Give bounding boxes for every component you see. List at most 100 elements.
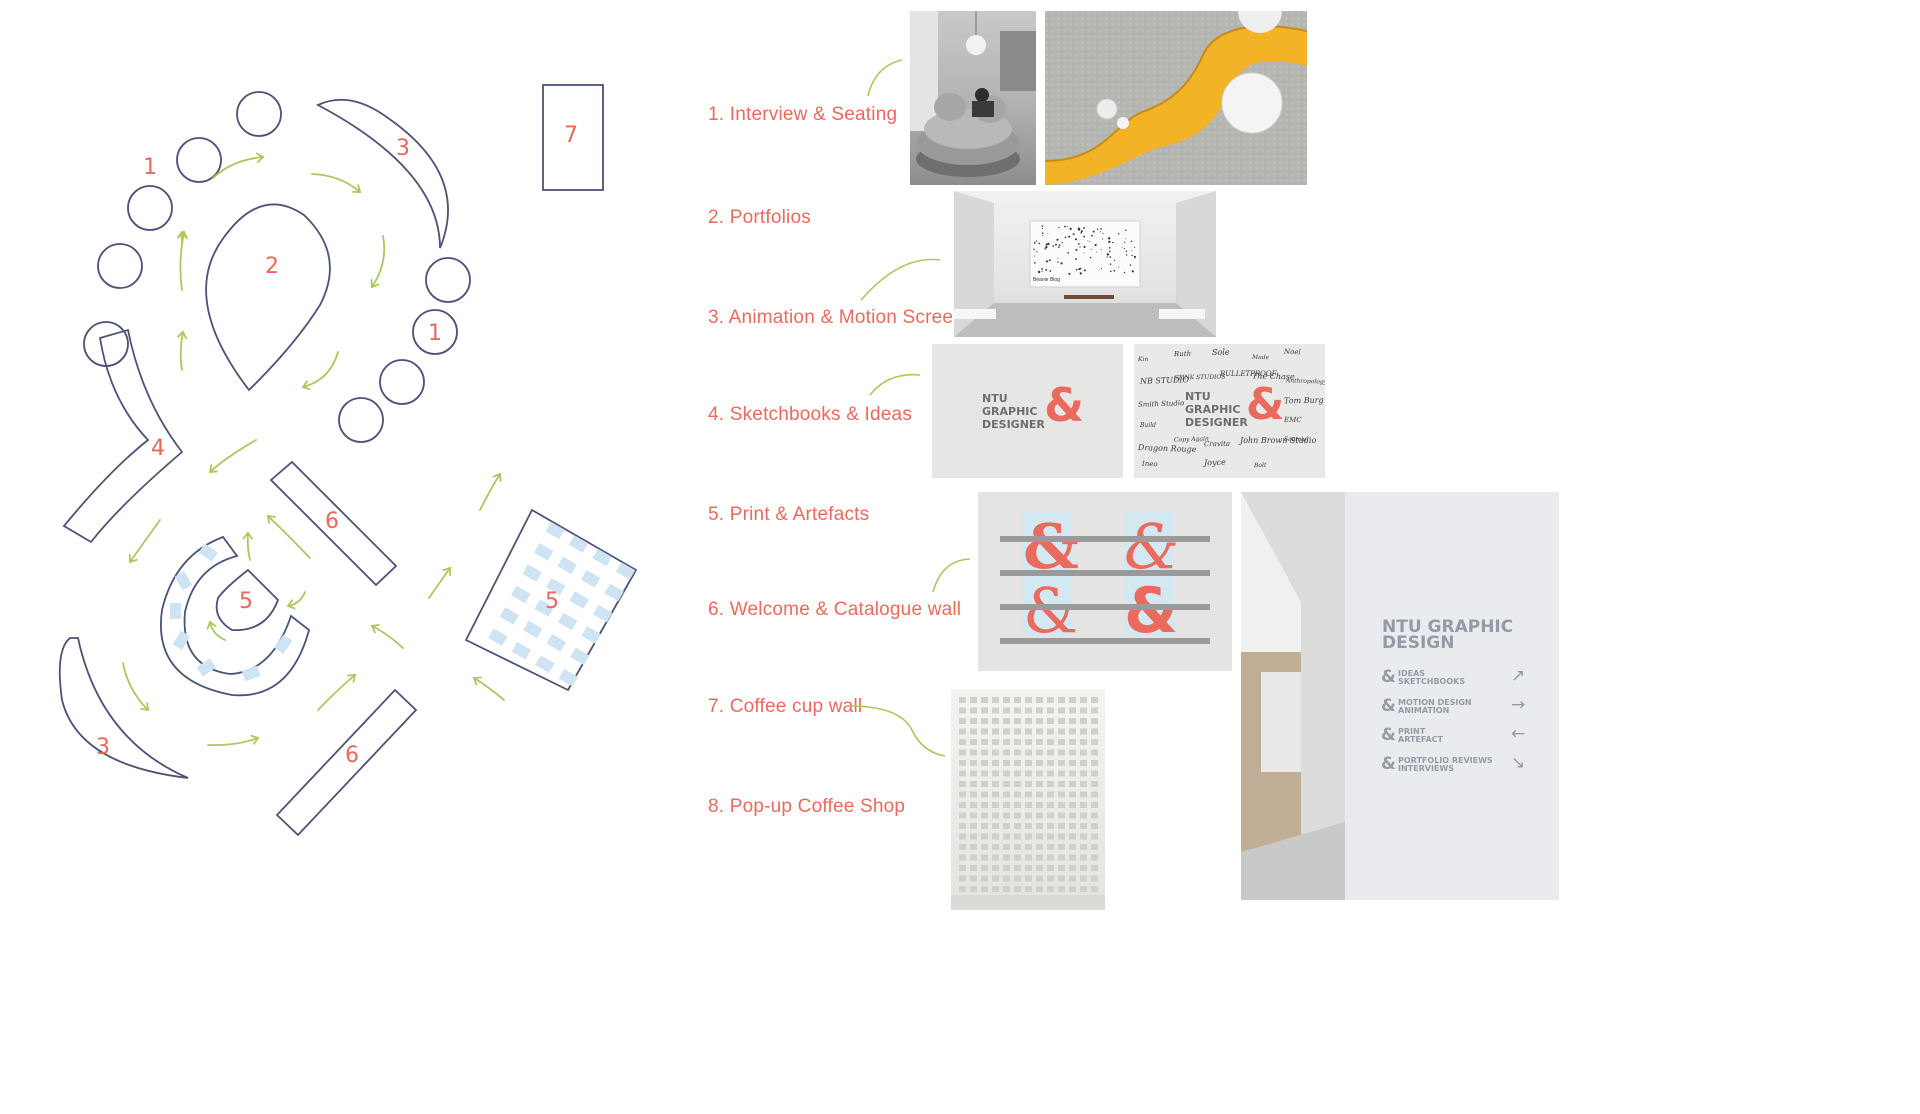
signature-text: Tom Burg <box>1283 395 1324 406</box>
cup <box>1047 770 1054 777</box>
cup <box>1069 760 1076 766</box>
cup <box>1003 770 1010 777</box>
svg-text:&: & <box>1124 574 1178 647</box>
cup <box>1047 854 1054 861</box>
screen-speck <box>1083 227 1085 229</box>
cup <box>1003 697 1010 703</box>
sign-item-line: ARTEFACT <box>1398 735 1443 744</box>
arrow-head <box>472 676 482 686</box>
screen-speck <box>1092 230 1095 233</box>
cup <box>1091 823 1098 829</box>
cup <box>981 844 988 850</box>
cup <box>970 833 977 840</box>
cup <box>1003 791 1010 798</box>
screen-speck <box>1090 248 1092 250</box>
arrow-head <box>256 152 265 163</box>
cup <box>992 739 999 745</box>
cup <box>959 854 966 861</box>
cup <box>1058 770 1065 777</box>
cup <box>970 802 977 808</box>
cup <box>959 865 966 871</box>
cup <box>992 697 999 703</box>
screen-speck <box>1101 238 1104 240</box>
zone-number: 6 <box>325 509 339 534</box>
leader-line <box>848 705 946 757</box>
cup <box>1025 875 1032 882</box>
flow-arrow <box>371 235 386 288</box>
cup <box>1047 823 1054 829</box>
screen-speck <box>1108 250 1111 253</box>
zone-number: 1 <box>143 155 157 180</box>
screen-speck <box>1047 242 1050 246</box>
cup <box>1025 728 1032 735</box>
arrow-head <box>242 531 253 540</box>
cup <box>1047 760 1054 766</box>
cup <box>1091 802 1098 808</box>
cup <box>1036 802 1043 808</box>
screen-speck <box>1056 238 1059 241</box>
signature-text: Joyce <box>1203 457 1226 468</box>
photo-brand-card: NTU GRAPHIC DESIGNER & <box>932 344 1123 478</box>
cup <box>992 760 999 766</box>
flow-arrow <box>371 625 404 649</box>
cup <box>1036 823 1043 829</box>
seat-circle <box>236 91 282 137</box>
screen-speck <box>1077 227 1081 230</box>
cup <box>959 812 966 819</box>
cup <box>1058 781 1065 787</box>
cup <box>959 802 966 808</box>
cup <box>1069 707 1076 714</box>
screen-speck <box>1068 235 1071 238</box>
desk <box>488 628 508 646</box>
sign-arrow-icon: ↘ <box>1511 753 1526 773</box>
cup <box>1003 760 1010 766</box>
cup <box>1025 707 1032 714</box>
cup <box>981 886 988 892</box>
cup <box>981 802 988 808</box>
cup <box>1080 728 1087 735</box>
brand-line: DESIGNER <box>982 418 1045 431</box>
screen-speck <box>1045 260 1049 263</box>
screen-caption: Beanie Blog <box>1033 277 1060 283</box>
cup <box>1058 854 1065 861</box>
cup <box>1036 739 1043 745</box>
cup <box>1003 886 1010 892</box>
cup <box>1036 854 1043 861</box>
screen-speck <box>1033 255 1035 257</box>
cup <box>1014 886 1021 892</box>
arrow-head <box>370 279 380 289</box>
cup <box>1047 781 1054 787</box>
cup <box>1036 749 1043 756</box>
cup <box>1069 739 1076 745</box>
cup <box>1014 875 1021 882</box>
cup <box>1091 739 1098 745</box>
cup <box>1003 781 1010 787</box>
screen-speck <box>1079 246 1081 248</box>
cup <box>1036 770 1043 777</box>
cup <box>1080 833 1087 840</box>
screen-speck <box>1036 251 1038 253</box>
sign-item-line: ANIMATION <box>1398 706 1450 715</box>
cup <box>1047 886 1054 892</box>
cup <box>959 728 966 735</box>
circulation-arrows <box>122 152 505 747</box>
screen-speck <box>1067 225 1069 227</box>
arrow-head <box>128 554 138 564</box>
cup <box>1058 802 1065 808</box>
cup <box>959 760 966 766</box>
cup <box>1058 707 1065 714</box>
screen-speck <box>1041 225 1044 227</box>
legend-item-coffee-shop: 8. Pop-up Coffee Shop <box>708 796 906 817</box>
cup <box>1058 760 1065 766</box>
sign-item-line: INTERVIEWS <box>1398 764 1454 773</box>
screen-speck <box>1083 235 1086 238</box>
flow-arrow <box>209 621 226 641</box>
cup <box>1036 833 1043 840</box>
cup <box>1047 739 1054 745</box>
zone-number: 4 <box>151 436 165 461</box>
screen-speck <box>1042 235 1044 237</box>
cup <box>1058 823 1065 829</box>
screen-speck <box>1075 268 1078 271</box>
cup <box>959 844 966 850</box>
